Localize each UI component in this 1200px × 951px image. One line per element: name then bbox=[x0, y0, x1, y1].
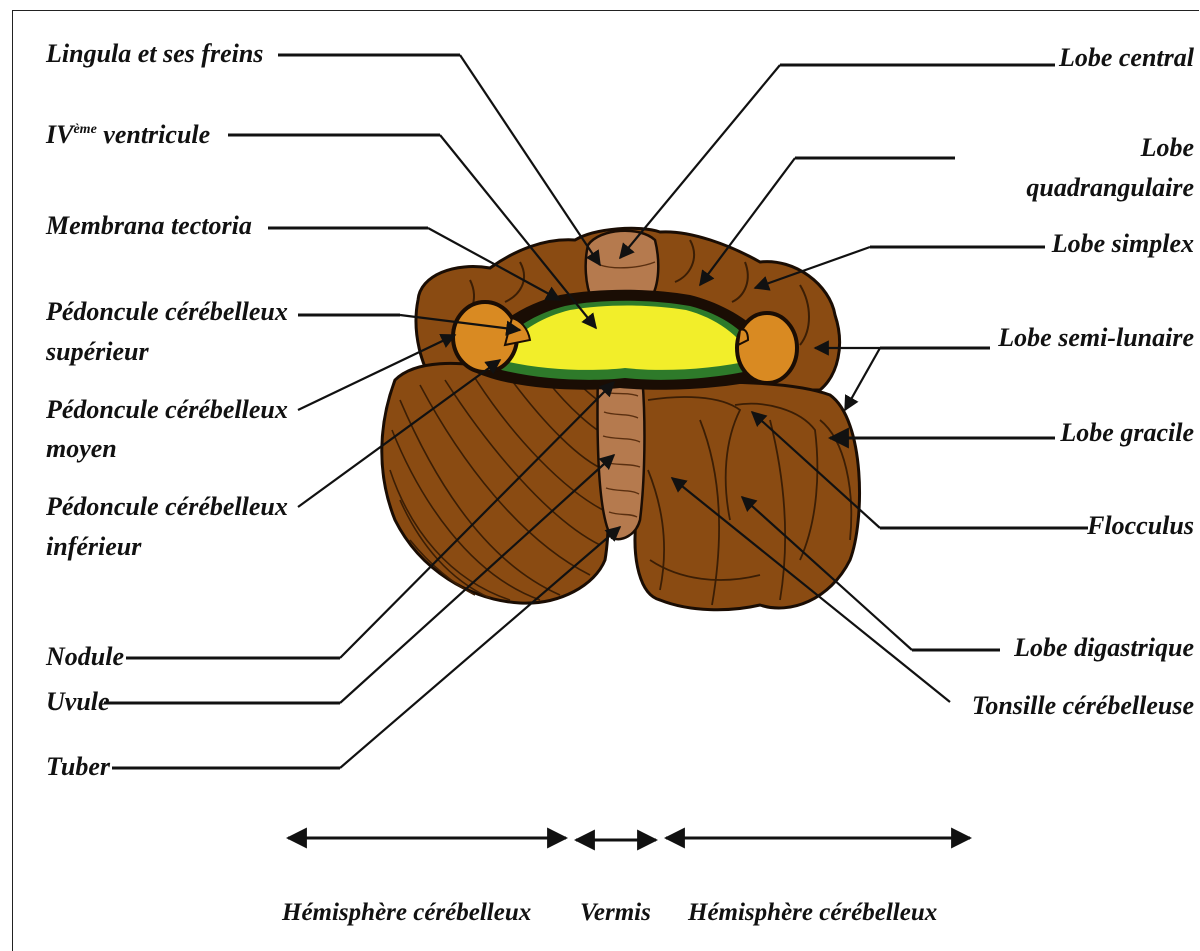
label-lobe-semi-lunaire: Lobe semi-lunaire bbox=[997, 323, 1194, 352]
right-hemisphere bbox=[635, 382, 860, 610]
label-ped-inf-line2: inférieur bbox=[46, 532, 142, 561]
left-labels: Lingula et ses freins IVème ventricule M… bbox=[45, 39, 288, 781]
vermis-upper bbox=[586, 231, 659, 300]
label-tuber: Tuber bbox=[46, 752, 111, 781]
label-fourth-ventricle: IVème ventricule bbox=[45, 120, 210, 149]
label-ped-moy-line2: moyen bbox=[46, 434, 117, 463]
label-membrana-tectoria: Membrana tectoria bbox=[45, 211, 252, 240]
label-left-hemisphere: Hémisphère cérébelleux bbox=[281, 899, 531, 926]
label-ped-sup-line2: supérieur bbox=[45, 337, 149, 366]
bottom-labels: Hémisphère cérébelleux Vermis Hémisphère… bbox=[281, 899, 937, 926]
right-peduncle bbox=[737, 313, 797, 383]
label-ped-sup-line1: Pédoncule cérébelleux bbox=[45, 297, 288, 326]
cerebellum-illustration bbox=[382, 228, 860, 609]
label-lingula: Lingula et ses freins bbox=[45, 39, 263, 68]
label-lobe-quad-line2: quadrangulaire bbox=[1026, 173, 1194, 202]
label-ped-inf-line1: Pédoncule cérébelleux bbox=[45, 492, 288, 521]
label-lobe-digastrique: Lobe digastrique bbox=[1013, 633, 1194, 662]
right-labels: Lobe central Lobe quadrangulaire Lobe si… bbox=[972, 43, 1195, 720]
label-lobe-gracile: Lobe gracile bbox=[1059, 418, 1194, 447]
label-lobe-central: Lobe central bbox=[1058, 43, 1195, 72]
label-uvule: Uvule bbox=[46, 687, 110, 716]
label-lobe-simplex: Lobe simplex bbox=[1051, 229, 1194, 258]
label-tonsille: Tonsille cérébelleuse bbox=[972, 691, 1194, 720]
label-flocculus: Flocculus bbox=[1086, 511, 1194, 540]
bottom-arrows bbox=[288, 838, 970, 840]
label-right-hemisphere: Hémisphère cérébelleux bbox=[687, 899, 937, 926]
label-nodule: Nodule bbox=[45, 642, 124, 671]
label-vermis: Vermis bbox=[580, 899, 651, 926]
label-lobe-quad-line1: Lobe bbox=[1140, 133, 1194, 162]
label-ped-moy-line1: Pédoncule cérébelleux bbox=[45, 395, 288, 424]
